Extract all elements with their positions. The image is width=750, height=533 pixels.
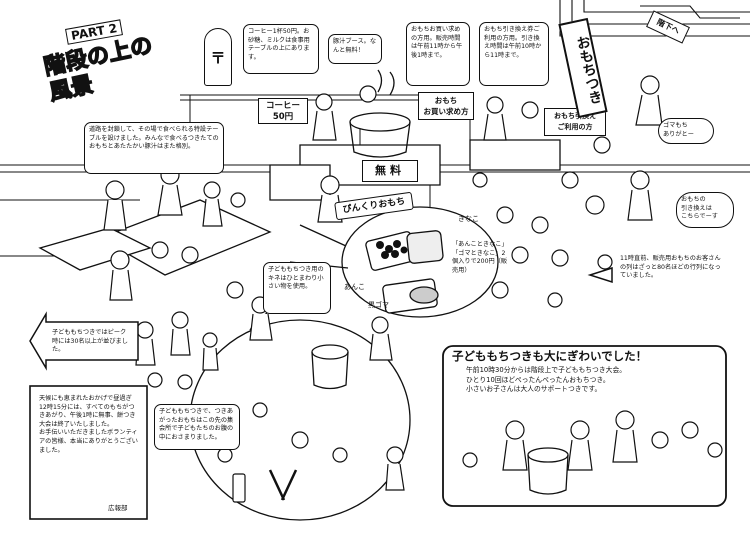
note-buy: おもちお買い求めの方用。販売時間は午前11時から午後1時まで。 [406, 22, 470, 86]
feature-heading: 子どももちつきも大にぎわいでした！ [452, 349, 648, 363]
omochi-buy-sign: おもち お買い求め方 [418, 92, 474, 120]
note-exchange: おもち引き換え券ご利用の方用。引き換え時間は午前10時から11時まで。 [479, 22, 549, 86]
thanks-signature: 広報部 [108, 504, 128, 512]
note-kine: 子どももちつき用のキネはひとまわり小さい物を使用。 [263, 262, 331, 314]
feature-frame [442, 345, 727, 507]
note-price: 「あんこときなこ」「ゴマときなこ」2個入りで200円（販売用） [452, 241, 508, 274]
title-main: 階段の上の風景 [41, 32, 155, 106]
pot-drawing [349, 69, 411, 158]
note-peak: 子どももちつきではピーク時には30名以上が並びました。 [52, 329, 128, 354]
note-tables: 道路を封鎖して、その場で食べられる特設テーブルを設けました。みんなで食べるつきた… [84, 122, 224, 174]
note-kids-mochi: 子どももちつきで、つきあがったおもちはこの先の集会所で子どもたちのお腹の中におさ… [154, 404, 240, 450]
speech-exchange: おもちの 引き換えは こちらでーす [676, 192, 734, 228]
note-tonjiru: 豚汁ブース。なんと無料！ [328, 34, 382, 64]
feature-body: 午前10時30分からは階段上で子どももちつき大会。 ひとり10回ほどぺったんぺっ… [466, 366, 627, 393]
food-closeup-drawing [289, 206, 499, 318]
label-goma: 黒ゴマ [368, 301, 389, 309]
post-sign: 〒 [204, 28, 232, 86]
note-thanks: 天候にも恵まれたおかげで昼過ぎ12時15分には、すべてのもちがつきあがり、午後1… [35, 392, 143, 502]
note-coffee: コーヒー1杯50円。お砂糖、ミルクは食事用テーブルの上にあります。 [243, 24, 319, 74]
title-block: PART 2 階段の上の風景 [40, 19, 170, 107]
label-anko: あんこ [344, 283, 365, 291]
coffee-sign: コーヒー 50円 [258, 98, 308, 124]
arrow-line-drawing [587, 266, 613, 284]
speech-goma: ゴマもち ありがとー [658, 118, 714, 144]
note-line: 11時直前、販売用おもちのお客さんの列はざっと80名ほどの行列になっていました。 [620, 255, 721, 280]
free-sign: 無料 [362, 160, 418, 182]
mortar-drawing [311, 344, 569, 495]
label-kinako: きなこ [458, 215, 479, 223]
arrow-left-drawing [29, 311, 139, 371]
